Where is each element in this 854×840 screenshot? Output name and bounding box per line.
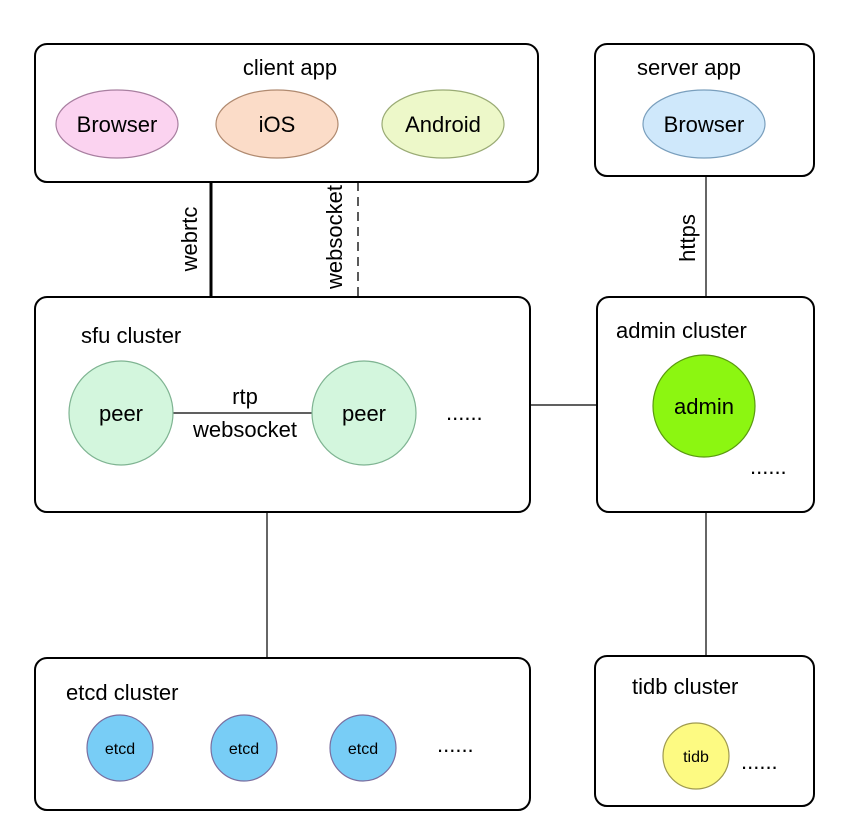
https-label: https <box>675 214 700 262</box>
server-browser-node <box>642 89 766 159</box>
client-android-node <box>381 89 505 159</box>
etcd-cluster-title: etcd cluster <box>66 680 179 705</box>
client-app-box: client app Browser iOS Android <box>34 43 539 183</box>
sfu-cluster-title: sfu cluster <box>81 323 181 348</box>
etcd-cluster-box: etcd cluster etcd etcd etcd ...... <box>34 657 531 811</box>
server-app-box: server app Browser <box>594 43 815 177</box>
admin-node <box>652 354 756 458</box>
etcd-label-3: etcd <box>348 741 378 758</box>
etcd-more-ellipsis: ...... <box>437 732 474 757</box>
admin-cluster-box: admin cluster admin ...... <box>596 296 815 513</box>
tidb-more-ellipsis: ...... <box>741 749 778 774</box>
tidb-node-label: tidb <box>683 749 709 766</box>
client-android-label: Android <box>405 112 481 137</box>
client-ios-label: iOS <box>259 112 296 137</box>
client-app-title: client app <box>243 55 337 80</box>
peer-websocket-label: websocket <box>192 417 297 442</box>
webrtc-label: webrtc <box>177 207 202 273</box>
sfu-peer-node-2 <box>311 360 417 466</box>
tidb-cluster-title: tidb cluster <box>632 674 738 699</box>
client-browser-label: Browser <box>77 112 158 137</box>
client-browser-node <box>55 89 179 159</box>
admin-node-label: admin <box>674 394 734 419</box>
etcd-label-2: etcd <box>229 741 259 758</box>
admin-cluster-title: admin cluster <box>616 318 747 343</box>
etcd-node-1 <box>86 714 154 782</box>
rtp-label: rtp <box>232 384 258 409</box>
etcd-node-2 <box>210 714 278 782</box>
sfu-peer-node-1 <box>68 360 174 466</box>
etcd-label-1: etcd <box>105 741 135 758</box>
tidb-node <box>662 722 730 790</box>
websocket-label: websocket <box>322 185 347 290</box>
sfu-peer-label-1: peer <box>99 401 143 426</box>
server-browser-label: Browser <box>664 112 745 137</box>
sfu-peer-label-2: peer <box>342 401 386 426</box>
sfu-more-ellipsis: ...... <box>446 400 483 425</box>
server-app-title: server app <box>637 55 741 80</box>
etcd-node-3 <box>329 714 397 782</box>
client-ios-node <box>215 89 339 159</box>
tidb-cluster-box: tidb cluster tidb ...... <box>594 655 815 807</box>
sfu-cluster-box: sfu cluster rtp websocket peer peer ....… <box>34 296 531 513</box>
admin-more-ellipsis: ...... <box>750 454 787 479</box>
